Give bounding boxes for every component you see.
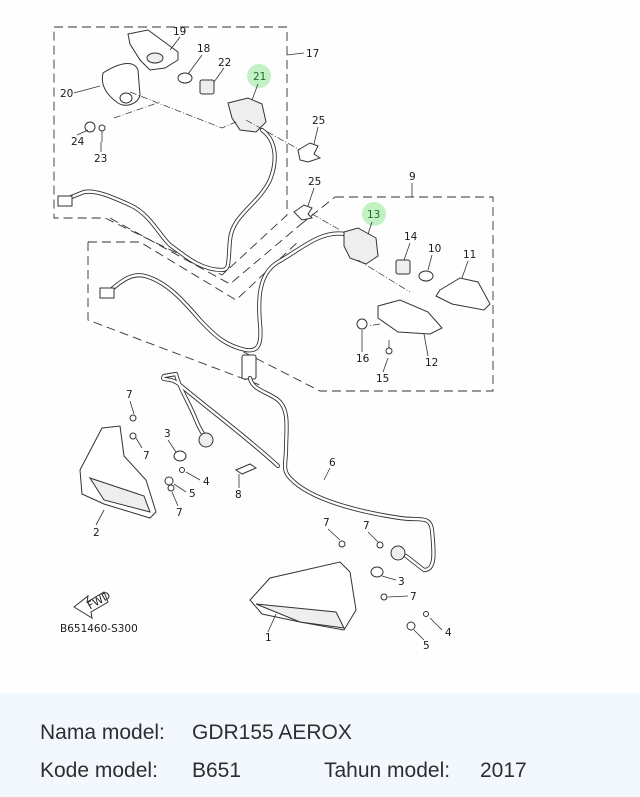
model-code-value: B651 [192,759,242,782]
callout-9[interactable]: 9 [409,171,416,183]
lamp-2-lens [88,477,151,513]
diagram-code: B651460-S300 [60,623,138,635]
bulb-3a [173,450,187,462]
callout-15[interactable]: 15 [376,373,389,385]
callout-24[interactable]: 24 [71,136,85,148]
grommet-21 [227,97,267,133]
assembly-lines-9 [311,213,411,327]
callout-19[interactable]: 19 [173,26,186,38]
callout-7f[interactable]: 7 [410,591,417,603]
callout-22[interactable]: 22 [218,57,231,69]
lens-20-boss [119,92,133,104]
callout-2[interactable]: 2 [93,527,100,539]
wire-9 [103,231,348,353]
callout-13[interactable]: 13 [362,202,386,235]
socket-14 [395,259,411,275]
screw-24 [84,121,96,133]
screw-4a [179,467,185,473]
callout-3a[interactable]: 3 [164,428,171,440]
callout-1[interactable]: 1 [265,632,272,644]
socket-22 [199,79,215,95]
clip-25b [293,204,314,221]
callout-7c[interactable]: 7 [176,507,183,519]
callout-11[interactable]: 11 [463,249,476,261]
lamp-1-lens [255,603,345,629]
housing-19-boss [146,52,164,64]
parts-diagram: FWD B651460-S300 21 13 1 2 3 3 4 4 5 5 6… [53,26,494,652]
callout-3b[interactable]: 3 [398,576,405,588]
callout-21[interactable]: 21 [247,64,271,101]
screw-7f [380,593,388,601]
screw-7a [129,414,137,422]
connector-17 [57,195,73,207]
callout-18[interactable]: 18 [197,43,210,55]
housing-11 [435,277,491,311]
leader-17 [286,52,305,56]
grommet-13 [343,227,379,265]
model-code-label: Kode model: [40,759,158,782]
callout-6[interactable]: 6 [329,457,336,469]
group-box-9 [227,196,494,392]
callout-4b[interactable]: 4 [445,627,452,639]
screw-7e [376,541,384,549]
lens-12 [377,299,443,335]
washer-5a [164,476,174,486]
fwd-arrow-icon: FWD [73,590,113,619]
callout-10[interactable]: 10 [428,243,441,255]
model-year-value: 2017 [480,759,527,782]
screw-7b [129,432,137,440]
model-name-label: Nama model: [40,721,165,744]
clamp-8 [234,463,258,475]
socket-3b [390,545,406,561]
bulb-10 [418,270,434,282]
callout-4a[interactable]: 4 [203,476,210,488]
callout-5a[interactable]: 5 [189,488,196,500]
parts-diagram-svg: FWD B651460-S300 21 13 1 2 3 3 4 4 5 5 6… [53,26,494,652]
callout-25b[interactable]: 25 [308,176,321,188]
bulb-18 [177,72,193,84]
callout-8[interactable]: 8 [235,489,242,501]
clip-25a [297,142,322,163]
group-box-mid [109,196,336,285]
leader-lines [73,36,469,641]
screw-4b [423,611,429,617]
connector-9 [99,287,115,299]
model-name-row: Nama model: GDR155 AEROX [40,721,352,745]
callout-7a[interactable]: 7 [126,389,133,401]
model-info-panel: Nama model: GDR155 AEROX Kode model: B651 T… [0,693,640,797]
screw-7c [167,484,175,492]
screw-7d [338,540,346,548]
bulb-3b [370,566,384,578]
washer-5b [406,621,416,631]
model-code-row: Kode model: B651 Tahun model: 2017 [40,759,527,783]
connector-6 [241,354,257,380]
svg-text:21[interactable]: 21 [253,71,266,83]
callout-5b[interactable]: 5 [423,640,430,652]
callout-23[interactable]: 23 [94,153,107,165]
callout-13-highlight[interactable] [362,202,386,226]
screw-16 [356,318,368,330]
socket-3a [198,432,214,448]
callout-17[interactable]: 17 [306,48,319,60]
group-box-rear-harness [87,239,301,386]
housing-19 [127,29,179,71]
assembly-lines-17 [113,91,301,151]
leader-6 [323,467,331,481]
group-box-17 [53,26,288,276]
bolt-15-head [385,347,393,355]
callout-7d[interactable]: 7 [323,517,330,529]
callout-14[interactable]: 14 [404,231,418,243]
callout-7e[interactable]: 7 [363,520,370,532]
bolt-23-head [98,124,106,132]
model-year-label: Tahun model: [324,759,451,782]
fwd-label: FWD [86,590,113,613]
callout-12[interactable]: 12 [425,357,438,369]
callout-7b[interactable]: 7 [143,450,150,462]
callout-21-highlight[interactable] [247,64,271,88]
callout-25a[interactable]: 25 [312,115,325,127]
callout-20[interactable]: 20 [60,88,73,100]
model-name-value: GDR155 AEROX [192,721,352,744]
svg-text:13[interactable]: 13 [367,209,380,221]
callout-16[interactable]: 16 [356,353,370,365]
